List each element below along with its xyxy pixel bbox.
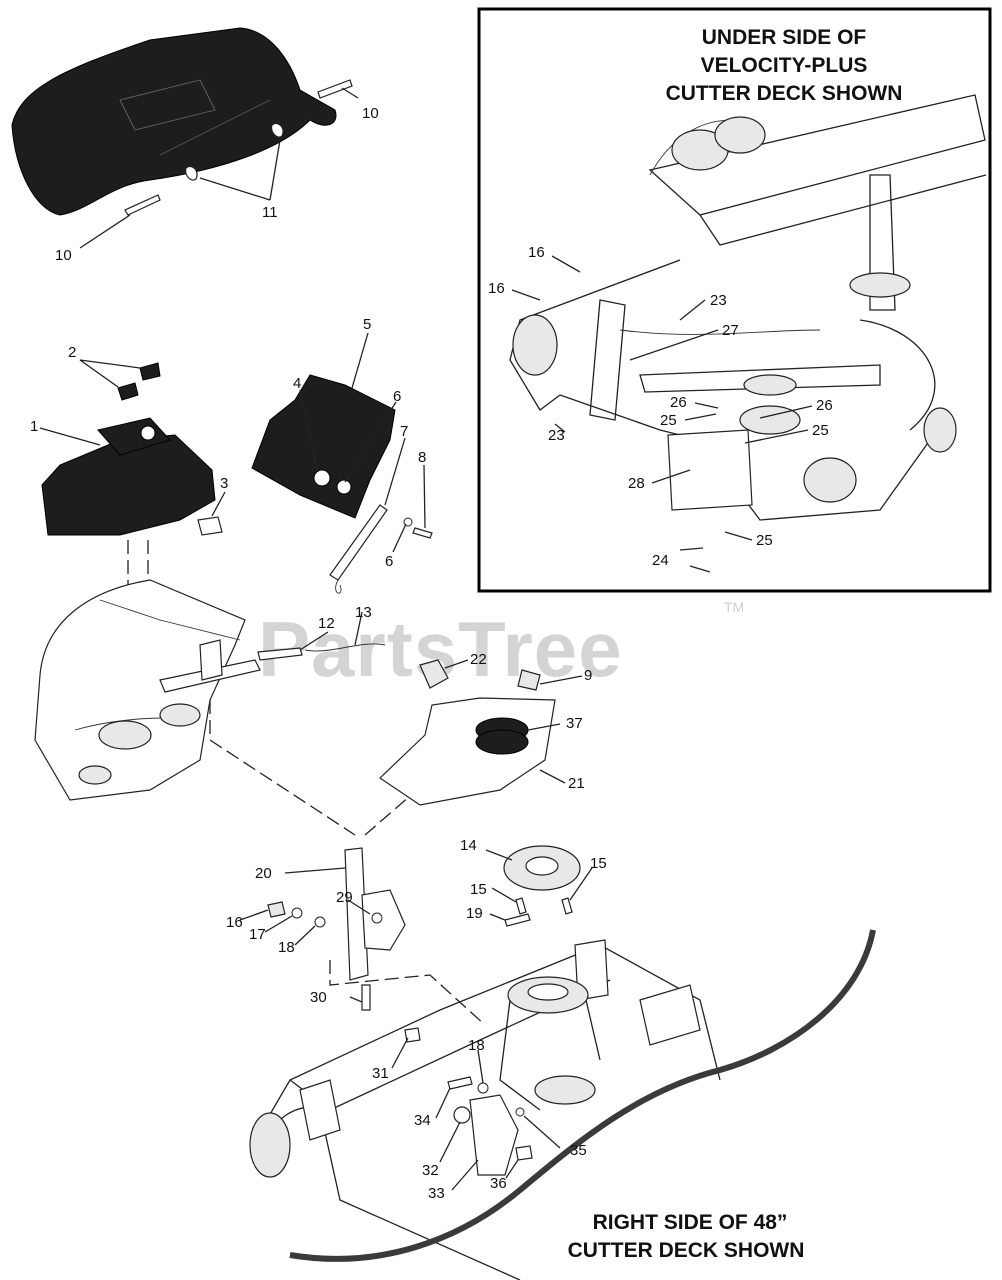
callout-36: 36 bbox=[490, 1175, 507, 1192]
inset-heading-line-2: VELOCITY-PLUS bbox=[701, 54, 868, 77]
callout-26-left: 26 bbox=[670, 394, 687, 411]
main-caption-line-1: RIGHT SIDE OF 48” bbox=[593, 1211, 788, 1234]
callout-32: 32 bbox=[422, 1162, 439, 1179]
callout-18-upper: 18 bbox=[278, 939, 295, 956]
main-deck-drawing bbox=[249, 939, 721, 1280]
callout-31: 31 bbox=[372, 1065, 389, 1082]
washer-18 bbox=[314, 916, 326, 928]
callout-25-right: 25 bbox=[812, 422, 829, 439]
washer-6-upper bbox=[336, 479, 352, 495]
callout-6-upper: 6 bbox=[393, 388, 401, 405]
callout-34: 34 bbox=[414, 1112, 431, 1129]
bracket-20 bbox=[344, 847, 369, 981]
callout-10-upper: 10 bbox=[362, 105, 379, 122]
callout-13: 13 bbox=[355, 604, 372, 621]
nut-16 bbox=[267, 901, 286, 918]
callout-10-lower: 10 bbox=[55, 247, 72, 264]
callout-3: 3 bbox=[220, 475, 228, 492]
callout-23-upper: 23 bbox=[710, 292, 727, 309]
callout-22: 22 bbox=[470, 651, 487, 668]
callout-17: 17 bbox=[249, 926, 266, 943]
callout-20: 20 bbox=[255, 865, 272, 882]
callout-15-right: 15 bbox=[590, 855, 607, 872]
bolt-8 bbox=[412, 527, 433, 539]
washer-18-lower bbox=[477, 1082, 489, 1094]
bushing-29 bbox=[371, 912, 383, 924]
spacer-32 bbox=[453, 1106, 471, 1124]
cutaway-edge bbox=[289, 929, 876, 1262]
callout-30: 30 bbox=[310, 989, 327, 1006]
bolt-30 bbox=[361, 984, 371, 1011]
callout-25-left: 25 bbox=[660, 412, 677, 429]
callout-27: 27 bbox=[722, 322, 739, 339]
clip-11-lower bbox=[185, 165, 198, 181]
callout-33: 33 bbox=[428, 1185, 445, 1202]
callout-7: 7 bbox=[400, 423, 408, 440]
callout-15-left: 15 bbox=[470, 881, 487, 898]
callout-25-bottom: 25 bbox=[756, 532, 773, 549]
callout-6-lower: 6 bbox=[385, 553, 393, 570]
washer-17 bbox=[291, 907, 303, 919]
callout-21: 21 bbox=[568, 775, 585, 792]
screw-15-right bbox=[561, 897, 573, 915]
callout-2: 2 bbox=[68, 344, 76, 361]
callout-37: 37 bbox=[566, 715, 583, 732]
main-caption-line-2: CUTTER DECK SHOWN bbox=[568, 1239, 805, 1262]
callout-28: 28 bbox=[628, 475, 645, 492]
pad-3 bbox=[197, 516, 223, 536]
inset-heading-line-1: UNDER SIDE OF bbox=[702, 26, 867, 49]
knob-9 bbox=[517, 669, 541, 691]
watermark-trademark: TM bbox=[724, 599, 744, 615]
belt-cover-drawing bbox=[41, 362, 223, 536]
discharge-chute-drawing bbox=[11, 27, 353, 216]
inset-leaders bbox=[511, 255, 813, 573]
callout-29: 29 bbox=[336, 889, 353, 906]
knob-2-lower bbox=[117, 382, 139, 401]
callout-16: 16 bbox=[226, 914, 243, 931]
pin-10-upper bbox=[317, 79, 353, 99]
callout-16-lower: 16 bbox=[488, 280, 505, 297]
pin-10-lower bbox=[124, 194, 161, 216]
callout-1: 1 bbox=[30, 418, 38, 435]
callout-9: 9 bbox=[584, 667, 592, 684]
knob-2-upper bbox=[139, 362, 161, 381]
screw-15-left bbox=[515, 897, 527, 915]
shield-drawing bbox=[251, 374, 433, 594]
deflector-plate-28 bbox=[667, 429, 753, 511]
bushing-4 bbox=[313, 469, 331, 487]
callout-24: 24 bbox=[652, 552, 669, 569]
bracket-plate bbox=[361, 889, 406, 951]
spring-link-7 bbox=[329, 504, 388, 581]
nut-35 bbox=[515, 1107, 525, 1117]
callout-18-lower: 18 bbox=[468, 1037, 485, 1054]
cable-13 bbox=[304, 643, 386, 652]
callout-5: 5 bbox=[363, 316, 371, 333]
belt-guard-drawing bbox=[379, 659, 556, 806]
bolt-36 bbox=[515, 1145, 533, 1161]
callout-12: 12 bbox=[318, 615, 335, 632]
underside-deck-drawing bbox=[509, 94, 987, 521]
bolt-34 bbox=[447, 1076, 473, 1090]
cable-12 bbox=[257, 647, 303, 661]
callout-4: 4 bbox=[293, 375, 301, 392]
callout-14: 14 bbox=[460, 837, 477, 854]
callout-35: 35 bbox=[570, 1142, 587, 1159]
inset-heading-line-3: CUTTER DECK SHOWN bbox=[666, 82, 903, 105]
callout-11: 11 bbox=[262, 204, 278, 221]
callout-19: 19 bbox=[466, 905, 483, 922]
bolt-19 bbox=[504, 913, 531, 927]
callout-26-right: 26 bbox=[816, 397, 833, 414]
bolt-31 bbox=[404, 1027, 421, 1043]
idler-bracket-33 bbox=[469, 1094, 519, 1176]
underside-inset: UNDER SIDE OF VELOCITY-PLUS CUTTER DECK … bbox=[477, 7, 992, 593]
callout-23-lower: 23 bbox=[548, 427, 565, 444]
deck-housing-drawing bbox=[34, 579, 386, 801]
clip-11-upper bbox=[271, 122, 284, 138]
callout-16-upper: 16 bbox=[528, 244, 545, 261]
knob-22 bbox=[419, 659, 449, 689]
bracket-pulley-drawing bbox=[267, 845, 581, 1011]
callout-8: 8 bbox=[418, 449, 426, 466]
